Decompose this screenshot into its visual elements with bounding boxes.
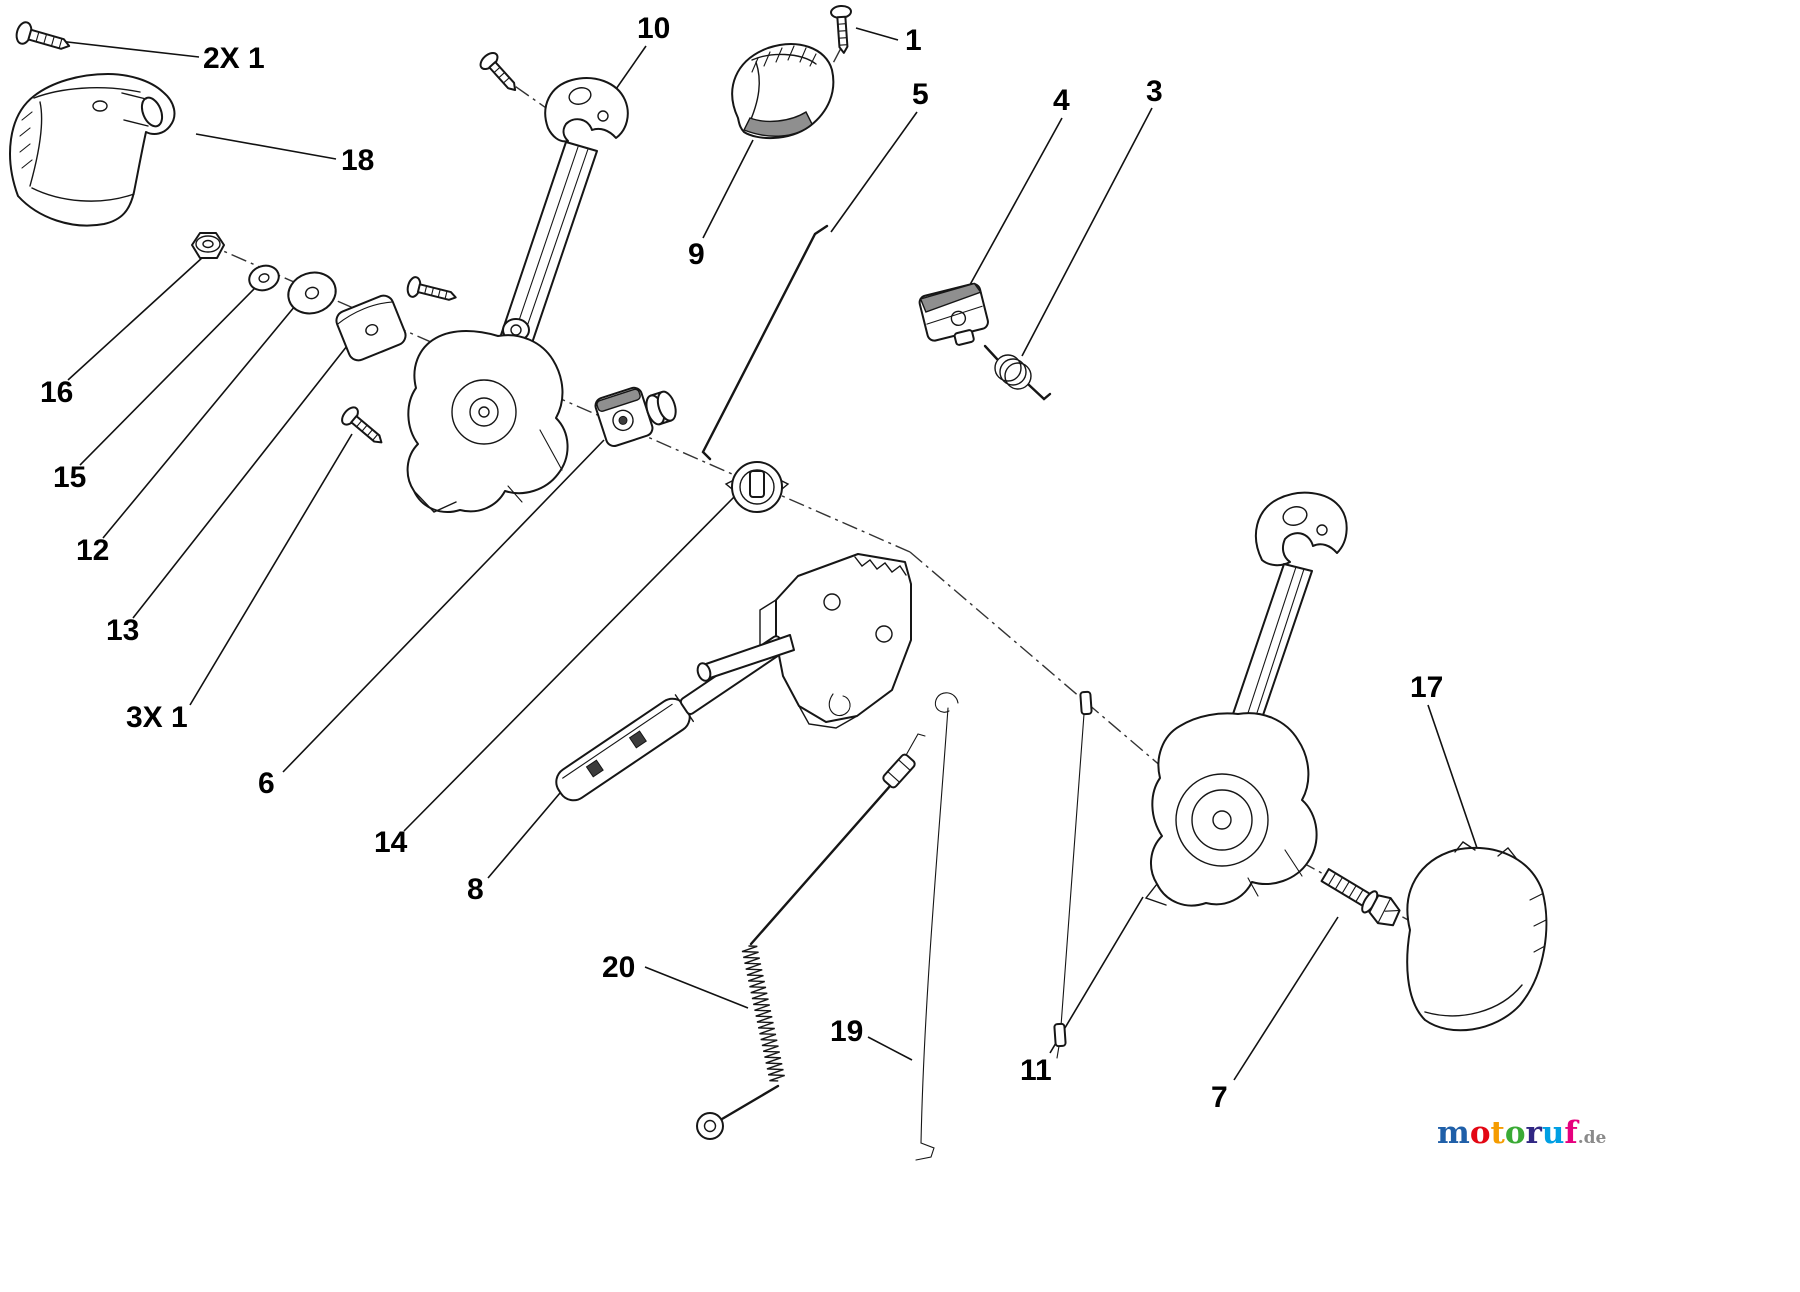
rod-5	[701, 224, 829, 461]
callout-11: 11	[1020, 1054, 1052, 1087]
callout-6: 6	[258, 767, 275, 800]
switch-4	[918, 282, 989, 346]
callout-9: 9	[688, 238, 705, 271]
leader-8	[487, 792, 561, 879]
callout-17: 17	[1410, 671, 1443, 704]
cover-18	[9, 73, 176, 227]
leader-14	[403, 494, 737, 832]
clevis-screw-icon	[479, 51, 517, 91]
leader-3x1	[189, 433, 353, 706]
washer-12	[287, 271, 337, 315]
leader-2x1	[49, 39, 200, 58]
leader-19	[867, 1036, 913, 1061]
callout-1: 1	[905, 24, 922, 57]
callout-8: 8	[467, 873, 484, 906]
adjuster-6	[594, 386, 677, 448]
callout-19: 19	[830, 1015, 863, 1048]
leader-6	[282, 439, 605, 773]
cable-19	[915, 692, 959, 1161]
spring-3	[983, 344, 1052, 401]
leader-17	[1427, 704, 1478, 849]
leader-18	[195, 133, 337, 160]
callout-18: 18	[341, 144, 374, 177]
callout-5: 5	[912, 78, 929, 111]
plate-13	[335, 294, 407, 362]
callout-10: 10	[637, 12, 670, 45]
cable-adjuster-barrel	[882, 753, 916, 789]
screw-2x1-icon	[15, 21, 71, 50]
screw-1-icon	[830, 4, 852, 54]
cover-18-handle	[121, 92, 164, 128]
leader-1	[855, 27, 899, 41]
leader-5	[830, 111, 918, 233]
lever-assembly-10	[406, 51, 629, 513]
cover-17	[1406, 841, 1548, 1032]
grommet-14	[724, 461, 790, 513]
nut-16	[191, 232, 225, 259]
callout-20: 20	[602, 951, 635, 984]
leader-3	[1021, 107, 1153, 357]
pivot-screw-icon	[406, 276, 457, 301]
watermark-logo: motoruf.de	[1437, 1115, 1607, 1151]
screw-3x1-icon	[341, 406, 383, 444]
leader-11	[1049, 896, 1144, 1054]
callout-4: 4	[1053, 84, 1070, 117]
spring-cable-20	[696, 733, 926, 1140]
hand-lever-8	[555, 634, 795, 802]
cable-barrel-ends	[1053, 690, 1093, 1059]
leader-4	[965, 117, 1063, 293]
leader-16	[67, 256, 204, 381]
callout-7: 7	[1211, 1081, 1228, 1114]
callout-16: 16	[40, 376, 73, 409]
brand-suffix: .de	[1578, 1128, 1607, 1148]
leader-7	[1233, 916, 1339, 1081]
callout-3x1: 3X 1	[126, 701, 188, 734]
leader-9	[702, 139, 754, 239]
leader-20	[644, 966, 749, 1009]
callout-labels: 2X 1 18 16 15 12 13 3X 1 6 14 8 10 1 9 5…	[40, 12, 1443, 1114]
lever-assembly-11	[1144, 491, 1348, 907]
brand-wordmark: motoruf.de	[1437, 1115, 1607, 1151]
leader-12	[102, 299, 301, 539]
callout-3: 3	[1146, 75, 1163, 108]
lever-pivot-tube	[696, 634, 795, 682]
bolt-7-icon	[1320, 868, 1401, 927]
sector-bracket	[759, 553, 912, 729]
callout-15: 15	[53, 461, 86, 494]
washer-15	[248, 264, 280, 292]
leader-13	[132, 331, 359, 619]
callout-12: 12	[76, 534, 109, 567]
callout-13: 13	[106, 614, 139, 647]
grip-cover-9	[731, 43, 835, 140]
callout-14: 14	[374, 826, 408, 859]
leader-15	[79, 285, 258, 466]
callout-2x1: 2X 1	[203, 42, 265, 75]
